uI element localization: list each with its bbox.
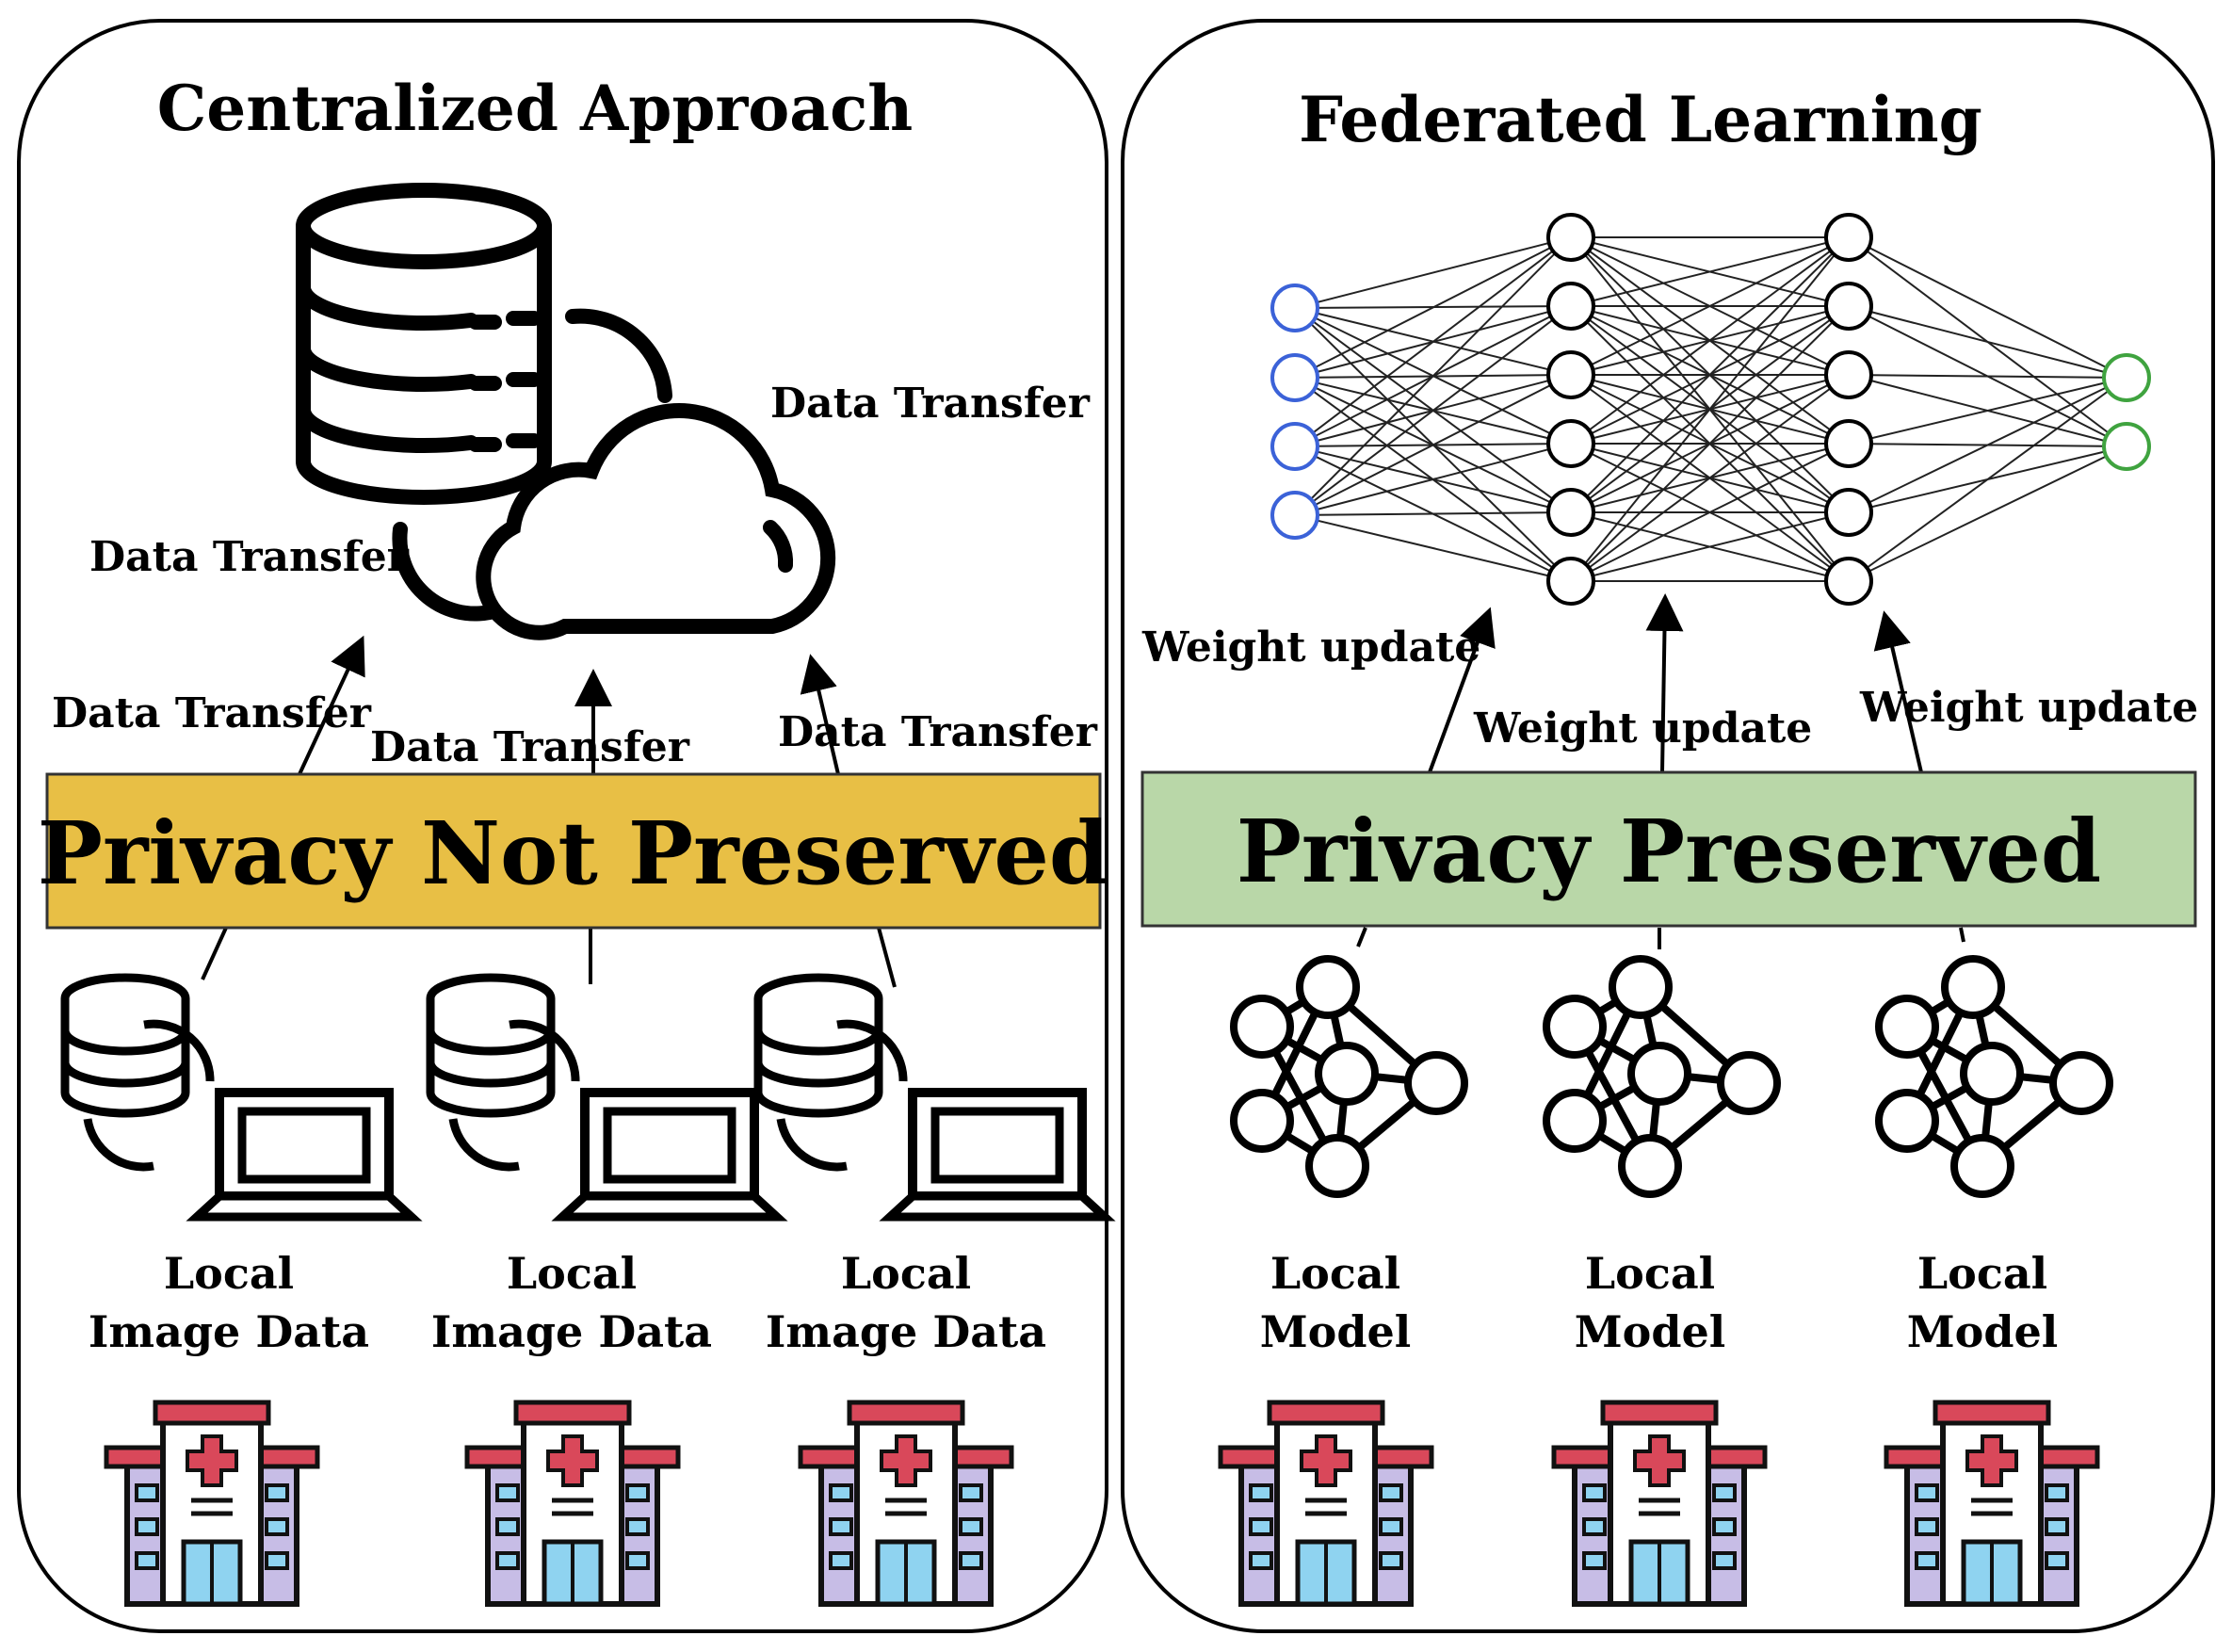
model1-label-line2: Model [1260, 1306, 1412, 1357]
site2-label-line1: Local [507, 1248, 637, 1299]
network-edge [1570, 305, 1850, 582]
network-edge [1848, 305, 2127, 379]
hidden-node [1824, 282, 1873, 331]
hidden-node [1546, 350, 1595, 399]
network-edge [1570, 374, 1850, 582]
hidden-node [1824, 350, 1873, 399]
local-model-network-icon-2 [1546, 959, 1777, 1194]
model2-label-line2: Model [1575, 1306, 1726, 1357]
model3-label-line2: Model [1907, 1306, 2059, 1357]
privacy-not-preserved-text: Privacy Not Preserved [38, 802, 1109, 904]
network-edge [1848, 236, 2127, 379]
network-edge [1848, 377, 2127, 445]
hospital-icon-5 [1554, 1402, 1765, 1604]
hidden-node [1824, 213, 1873, 262]
local-database-laptop-icon-3 [758, 978, 1105, 1217]
privacy-preserved-text: Privacy Preserved [1237, 801, 2101, 902]
weight-update-label-1: Weight update [1141, 624, 1480, 672]
weight-update-label-2: Weight update [1473, 705, 1812, 753]
hospital-icon-6 [1886, 1402, 2097, 1604]
network-edge [1570, 236, 1850, 445]
hidden-node [1546, 282, 1595, 331]
network-edge [1294, 236, 1572, 309]
data-transfer-label-site1: Data Transfer [52, 689, 372, 737]
network-edge [1570, 236, 1850, 307]
hospital-icon-2 [467, 1402, 678, 1604]
privacy-not-preserved-banner [45, 772, 1102, 930]
local-model-network-icon-3 [1879, 959, 2110, 1194]
data-transfer-label-left: Data Transfer [89, 533, 410, 581]
federated-panel [1121, 19, 2215, 1633]
data-transfer-label-site2: Data Transfer [370, 723, 690, 771]
weight-update-arrows [1356, 593, 1965, 949]
site2-label-line2: Image Data [431, 1306, 712, 1357]
network-edge [1848, 374, 2127, 379]
local-database-laptop-icon-2 [430, 978, 777, 1217]
network-edge [1294, 236, 1572, 516]
hospital-icon-3 [801, 1402, 1011, 1604]
hidden-node [1824, 557, 1873, 606]
hidden-node [1824, 488, 1873, 537]
network-edge [1570, 443, 1850, 582]
data-transfer-label-top: Data Transfer [770, 380, 1091, 428]
hospital-icon-1 [106, 1402, 317, 1604]
network-edge [1294, 236, 1572, 379]
network-edge [1294, 514, 1572, 582]
hidden-node [1546, 419, 1595, 468]
hidden-node [1824, 419, 1873, 468]
input-node [1270, 491, 1319, 540]
local-database-laptop-icon-1 [65, 978, 412, 1217]
input-node [1270, 283, 1319, 332]
input-node [1270, 353, 1319, 402]
network-edge [1570, 236, 1850, 376]
centralized-title: Centralized Approach [157, 72, 914, 145]
weight-update-label-3: Weight update [1859, 684, 2198, 732]
site3-label-line1: Local [841, 1248, 971, 1299]
data-transfer-label-site3: Data Transfer [778, 708, 1098, 756]
input-node [1270, 422, 1319, 471]
hidden-node [1546, 557, 1595, 606]
local-model-network-icon-1 [1234, 959, 1464, 1194]
federated-title: Federated Learning [1299, 83, 1982, 156]
data-transfer-arrows [201, 635, 897, 988]
privacy-preserved-banner [1140, 770, 2197, 928]
site1-label-line1: Local [164, 1248, 294, 1299]
model3-label-line1: Local [1917, 1248, 2047, 1299]
hidden-node [1546, 213, 1595, 262]
hospital-icon-4 [1221, 1402, 1431, 1604]
network-edge [1848, 377, 2127, 513]
network-edge [1848, 445, 2127, 582]
network-edge [1294, 305, 1572, 516]
network-edge [1570, 236, 1850, 582]
hidden-node [1546, 488, 1595, 537]
network-edge [1570, 236, 1850, 513]
network-edge [1294, 236, 1572, 447]
centralized-panel [17, 19, 1108, 1633]
site3-label-line2: Image Data [766, 1306, 1046, 1357]
network-edge [1294, 511, 1572, 516]
model2-label-line1: Local [1585, 1248, 1715, 1299]
site1-label-line2: Image Data [89, 1306, 369, 1357]
network-edge [1294, 374, 1572, 516]
central-database-cloud-icon [296, 183, 836, 640]
global-neural-network [1270, 213, 2151, 606]
model1-label-line1: Local [1270, 1248, 1400, 1299]
output-node [2102, 422, 2151, 471]
output-node [2102, 353, 2151, 402]
network-edge [1570, 511, 1850, 582]
network-edge [1848, 377, 2127, 582]
network-edge [1294, 443, 1572, 516]
